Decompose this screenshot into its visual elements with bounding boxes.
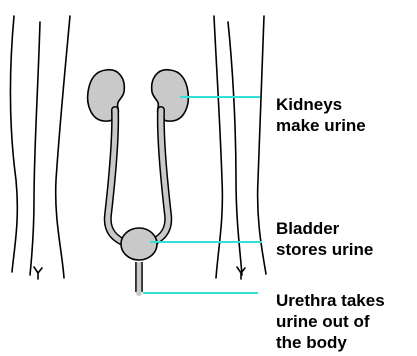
urethra-label-line-1: Urethra takes [276, 290, 385, 311]
kidneys-label: Kidneys make urine [276, 94, 366, 136]
urethra-label-line-3: the body [276, 332, 385, 353]
bladder-label-line-1: Bladder [276, 218, 373, 239]
urethra-opening [136, 290, 142, 296]
bladder-label: Bladder stores urine [276, 218, 373, 260]
kidneys-label-line-2: make urine [276, 115, 366, 136]
kidneys-label-line-1: Kidneys [276, 94, 366, 115]
body-outline-right [214, 16, 266, 279]
body-outline-left [11, 16, 71, 279]
bladder [121, 228, 157, 260]
urethra-label-line-2: urine out of [276, 311, 385, 332]
bladder-label-line-2: stores urine [276, 239, 373, 260]
urethra-label: Urethra takes urine out of the body [276, 290, 385, 353]
